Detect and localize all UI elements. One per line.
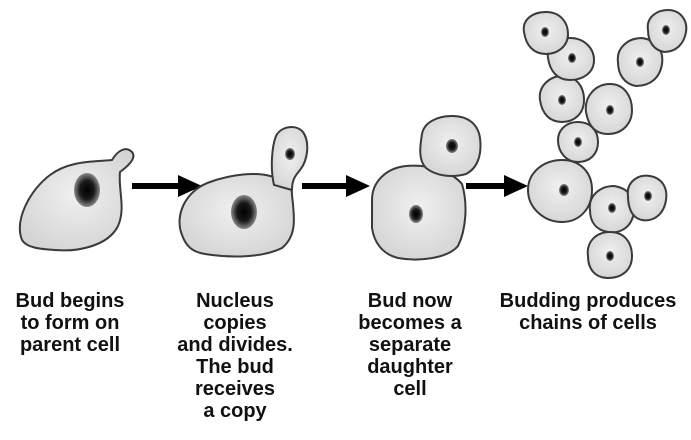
nucleus: [559, 184, 569, 196]
nucleus: [409, 205, 423, 223]
caption-line: becomes a: [345, 312, 475, 334]
caption-line: The bud: [160, 356, 310, 378]
arrow-head: [504, 175, 528, 197]
caption-stage-2: Nucleus copies and divides. The bud rece…: [160, 290, 310, 422]
stage-2-dividing-cell: [180, 127, 308, 256]
caption-line: cell: [345, 378, 475, 400]
caption-stage-4: Budding produces chains of cells: [488, 290, 688, 334]
nucleus: [608, 203, 616, 213]
nucleus: [568, 53, 576, 63]
nucleus: [644, 191, 652, 201]
nucleus: [558, 95, 566, 105]
arrow-2: [302, 175, 370, 197]
arrow-3: [466, 175, 528, 197]
nucleus: [574, 137, 582, 147]
caption-line: to form on: [0, 312, 140, 334]
nucleus: [231, 195, 257, 229]
caption-line: copies: [160, 312, 310, 334]
caption-line: receives: [160, 378, 310, 400]
nucleus: [74, 173, 100, 207]
caption-stage-1: Bud begins to form on parent cell: [0, 290, 140, 356]
caption-line: daughter: [345, 356, 475, 378]
caption-line: Bud begins: [0, 290, 140, 312]
bud-nucleus: [285, 148, 295, 160]
nucleus: [606, 105, 614, 115]
caption-line: separate: [345, 334, 475, 356]
arrow-head: [346, 175, 370, 197]
caption-line: a copy: [160, 400, 310, 422]
caption-line: Nucleus: [160, 290, 310, 312]
caption-line: parent cell: [0, 334, 140, 356]
caption-line: chains of cells: [488, 312, 688, 334]
caption-line: Bud now: [345, 290, 475, 312]
stage-4-cell-chain: [524, 10, 687, 278]
nucleus: [662, 25, 670, 35]
caption-line: Budding produces: [488, 290, 688, 312]
nucleus: [636, 57, 644, 67]
nucleus: [541, 27, 549, 37]
nucleus: [606, 251, 614, 261]
caption-stage-3: Bud now becomes a separate daughter cell: [345, 290, 475, 400]
stage-3-separated-cells: [372, 116, 480, 260]
daughter-nucleus: [446, 139, 458, 153]
stage-1-parent-cell: [20, 149, 134, 250]
caption-line: and divides.: [160, 334, 310, 356]
